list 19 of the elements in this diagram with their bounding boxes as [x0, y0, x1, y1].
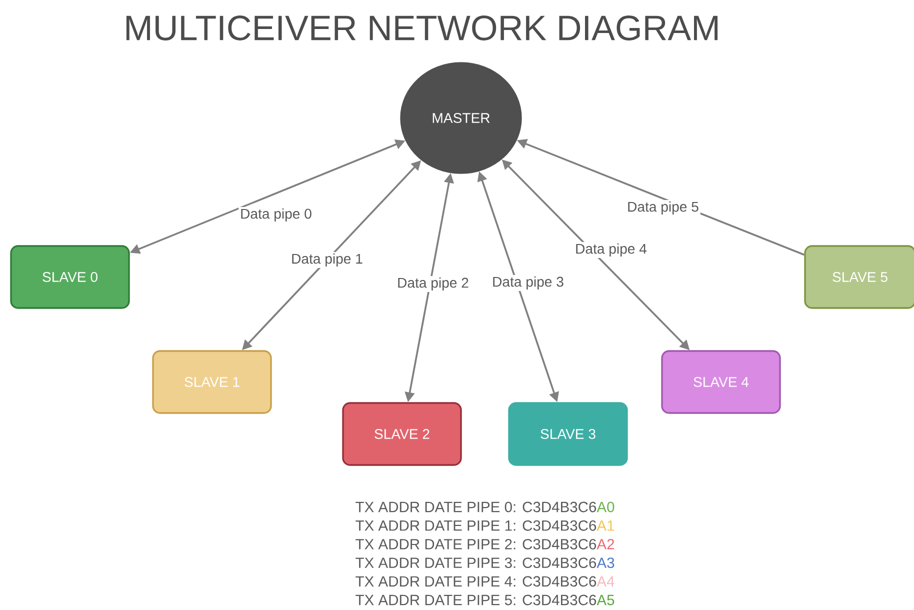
address-line: TX ADDR DATE PIPE 2: C3D4B3C6A2 [356, 538, 614, 550]
edge-label: Data pipe 0 [238, 207, 314, 223]
address-line: TX ADDR DATE PIPE 5: C3D4B3C6A5 [356, 594, 614, 606]
edge-label: Data pipe 3 [490, 275, 566, 291]
edge-label: Data pipe 4 [574, 242, 648, 258]
title: MULTICEIVER NETWORK DIAGRAM [126, 16, 718, 40]
address-line: TX ADDR DATE PIPE 3: C3D4B3C6A3 [356, 558, 614, 568]
slave-box: SLAVE 3 [508, 402, 628, 466]
slave-box: SLAVE 2 [342, 402, 462, 466]
address-line: TX ADDR DATE PIPE 1: C3D4B3C6A1 [356, 520, 614, 531]
edge-label: Data pipe 5 [626, 200, 700, 216]
address-line: TX ADDR DATE PIPE 4: C3D4B3C6A4 [356, 576, 614, 587]
slave-box: SLAVE 1 [152, 350, 272, 414]
slave-box: SLAVE 5 [804, 245, 914, 309]
slave-box: SLAVE 4 [661, 350, 781, 414]
edge-label: Data pipe 1 [290, 252, 364, 268]
edge-label: Data pipe 2 [396, 276, 470, 292]
address-line: TX ADDR DATE PIPE 0: C3D4B3C6A0 [356, 502, 614, 512]
slave-box: SLAVE 0 [10, 245, 130, 309]
